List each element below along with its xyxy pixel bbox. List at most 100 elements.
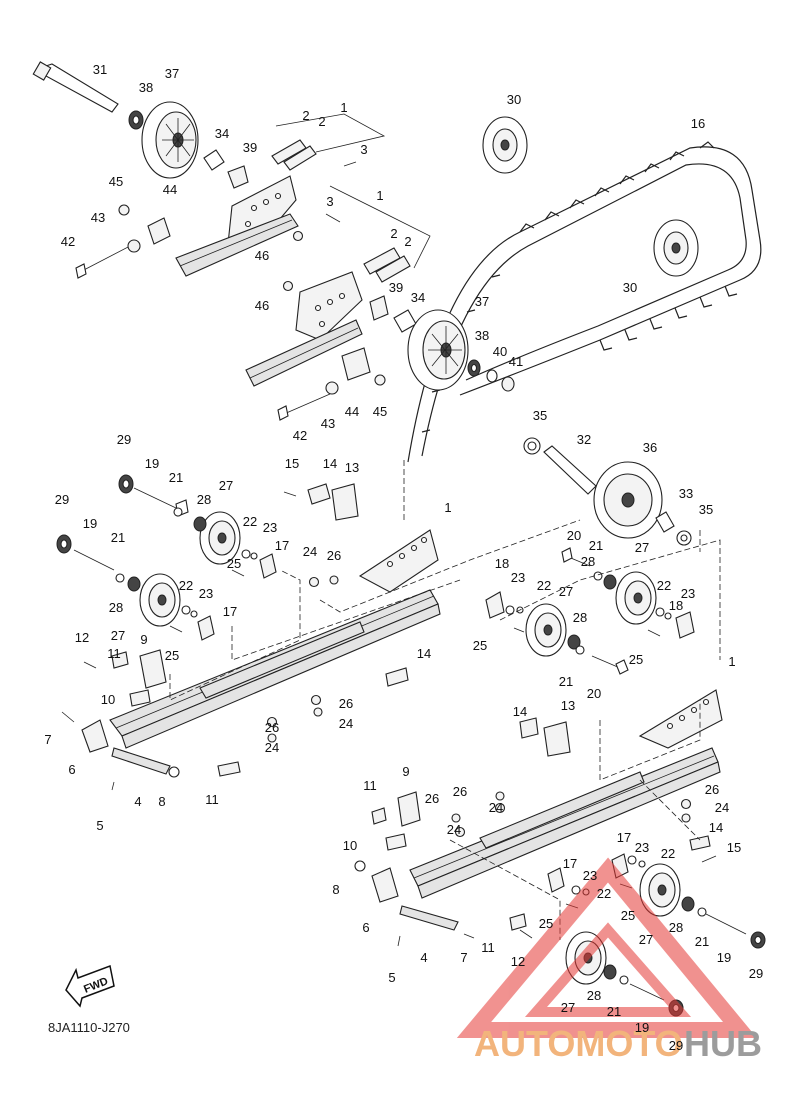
part-callout-3: 3 <box>360 142 367 157</box>
part-callout-41: 41 <box>509 354 523 369</box>
idler-wheel-lower <box>653 219 699 277</box>
part-callout-23: 23 <box>511 570 525 585</box>
watermark-text-hub: HUB <box>684 1023 762 1064</box>
part-callout-20: 20 <box>587 686 601 701</box>
right-rail-assembly <box>354 689 766 1017</box>
part-callout-2: 2 <box>318 114 325 129</box>
part-callout-16: 16 <box>691 116 705 131</box>
part-callout-26: 26 <box>425 791 439 806</box>
part-callout-42: 42 <box>293 428 307 443</box>
part-callout-27: 27 <box>111 628 125 643</box>
part-callout-33: 33 <box>679 486 693 501</box>
part-callout-11: 11 <box>363 778 377 793</box>
part-callout-34: 34 <box>215 126 229 141</box>
part-callout-21: 21 <box>607 1004 621 1019</box>
part-callout-19: 19 <box>717 950 731 965</box>
part-callout-4: 4 <box>134 794 141 809</box>
part-callout-46: 46 <box>255 298 269 313</box>
part-callout-26: 26 <box>705 782 719 797</box>
part-callout-5: 5 <box>96 818 103 833</box>
part-callout-23: 23 <box>635 840 649 855</box>
part-callout-6: 6 <box>362 920 369 935</box>
part-callout-1: 1 <box>376 188 383 203</box>
part-callout-14: 14 <box>709 820 723 835</box>
part-callout-43: 43 <box>321 416 335 431</box>
part-callout-14: 14 <box>323 456 337 471</box>
part-callout-10: 10 <box>101 692 115 707</box>
part-callout-43: 43 <box>91 210 105 225</box>
part-callout-27: 27 <box>639 932 653 947</box>
part-callout-24: 24 <box>265 740 279 755</box>
part-callout-8: 8 <box>332 882 339 897</box>
watermark-text-main: AUTOMOTO <box>474 1023 683 1064</box>
part-callout-22: 22 <box>243 514 257 529</box>
part-callout-44: 44 <box>345 404 359 419</box>
part-callout-45: 45 <box>373 404 387 419</box>
part-callout-17: 17 <box>617 830 631 845</box>
part-callout-29: 29 <box>749 966 763 981</box>
part-callout-22: 22 <box>661 846 675 861</box>
part-callout-28: 28 <box>581 554 595 569</box>
left-rail-assembly <box>56 460 581 791</box>
forward-arrow-icon: FWD <box>65 964 115 1008</box>
part-callout-28: 28 <box>109 600 123 615</box>
part-callout-13: 13 <box>345 460 359 475</box>
part-callout-26: 26 <box>327 548 341 563</box>
part-callout-37: 37 <box>165 66 179 81</box>
part-callout-22: 22 <box>179 578 193 593</box>
middle-wheel-assembly <box>523 437 692 546</box>
part-callout-27: 27 <box>559 584 573 599</box>
part-callout-23: 23 <box>199 586 213 601</box>
part-callout-23: 23 <box>583 868 597 883</box>
part-callout-20: 20 <box>567 528 581 543</box>
part-callout-29: 29 <box>117 432 131 447</box>
part-callout-28: 28 <box>573 610 587 625</box>
part-callout-1: 1 <box>340 100 347 115</box>
part-callout-30: 30 <box>623 280 637 295</box>
part-callout-2: 2 <box>404 234 411 249</box>
part-callout-11: 11 <box>107 646 121 661</box>
part-callout-34: 34 <box>411 290 425 305</box>
part-callout-25: 25 <box>539 916 553 931</box>
part-callout-4: 4 <box>420 950 427 965</box>
part-callout-12: 12 <box>75 630 89 645</box>
part-callout-44: 44 <box>163 182 177 197</box>
part-callout-39: 39 <box>389 280 403 295</box>
part-callout-19: 19 <box>145 456 159 471</box>
part-callout-32: 32 <box>577 432 591 447</box>
part-callout-30: 30 <box>507 92 521 107</box>
part-callout-37: 37 <box>475 294 489 309</box>
part-callout-28: 28 <box>197 492 211 507</box>
part-callout-17: 17 <box>223 604 237 619</box>
part-callout-23: 23 <box>263 520 277 535</box>
part-callout-27: 27 <box>219 478 233 493</box>
part-callout-6: 6 <box>68 762 75 777</box>
part-callout-22: 22 <box>597 886 611 901</box>
part-callout-25: 25 <box>629 652 643 667</box>
part-callout-21: 21 <box>695 934 709 949</box>
part-callout-9: 9 <box>140 632 147 647</box>
part-callout-1: 1 <box>728 654 735 669</box>
part-callout-28: 28 <box>587 988 601 1003</box>
part-callout-10: 10 <box>343 838 357 853</box>
part-callout-26: 26 <box>453 784 467 799</box>
part-callout-15: 15 <box>727 840 741 855</box>
part-callout-18: 18 <box>495 556 509 571</box>
part-callout-21: 21 <box>589 538 603 553</box>
part-callout-19: 19 <box>83 516 97 531</box>
part-callout-35: 35 <box>533 408 547 423</box>
part-callout-3: 3 <box>326 194 333 209</box>
part-callout-21: 21 <box>111 530 125 545</box>
part-callout-11: 11 <box>481 940 495 955</box>
part-callout-21: 21 <box>559 674 573 689</box>
part-callout-36: 36 <box>643 440 657 455</box>
track-belt <box>407 141 762 463</box>
part-callout-17: 17 <box>563 856 577 871</box>
middle-upper-assembly <box>245 185 515 421</box>
part-callout-24: 24 <box>339 716 353 731</box>
part-callout-9: 9 <box>402 764 409 779</box>
part-callout-29: 29 <box>669 1038 683 1053</box>
part-callout-28: 28 <box>669 920 683 935</box>
